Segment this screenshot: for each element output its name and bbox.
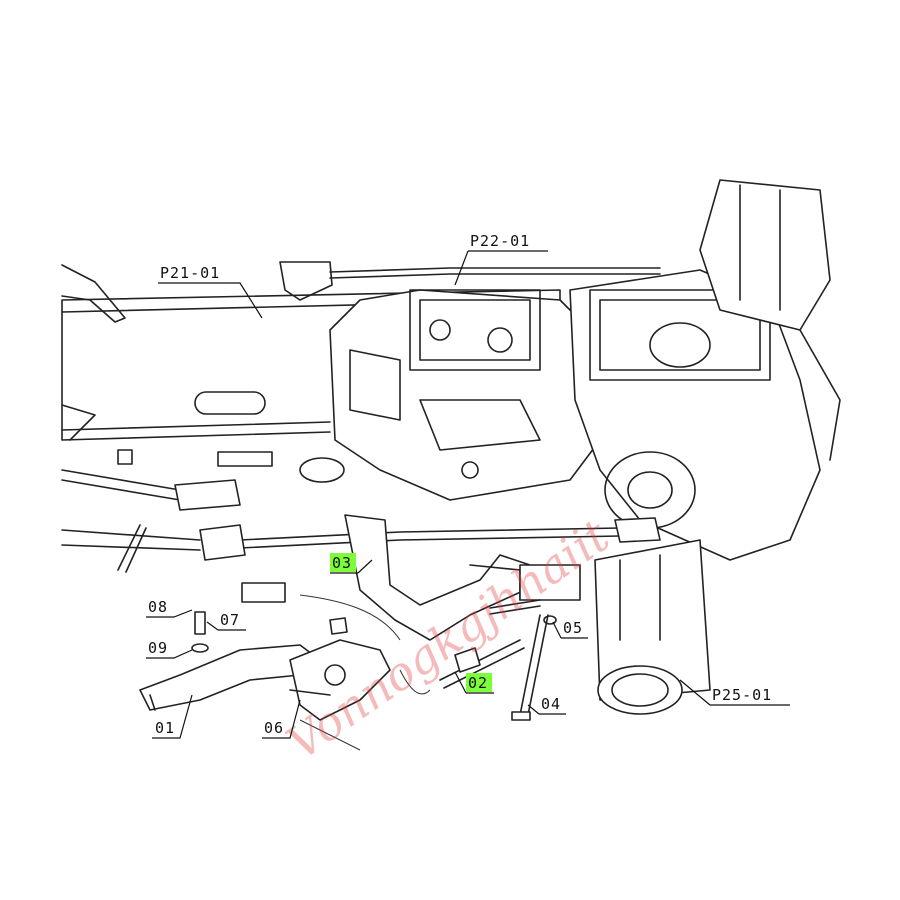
callout-08: 08: [146, 598, 193, 618]
callout-07: 07: [206, 611, 246, 631]
upper-cable: [279, 261, 661, 301]
callout-09-label: 09: [148, 639, 168, 657]
callout-01-label: 01: [155, 719, 175, 737]
callout-02: 02: [454, 671, 494, 694]
rear-gearbox: [569, 179, 841, 715]
callout-09: 09: [146, 639, 193, 659]
callout-05-label: 05: [563, 619, 583, 637]
callout-06-label: 06: [264, 719, 284, 737]
callout-04: 04: [527, 695, 566, 715]
watermark: Vonnogkgjhhaiit: [277, 508, 619, 770]
callout-p21: P21-01: [158, 264, 263, 319]
callout-p21-label: P21-01: [160, 264, 220, 282]
lower-cables: [61, 469, 661, 573]
callout-07-label: 07: [220, 611, 240, 629]
callout-01: 01: [152, 694, 193, 739]
handbrake-lever-01: [139, 639, 391, 721]
callout-p22: P22-01: [454, 232, 548, 286]
callout-02-label: 02: [468, 674, 488, 692]
callout-p25: P25-01: [679, 679, 790, 706]
callout-p22-label: P22-01: [470, 232, 530, 250]
callout-02-highlight: [466, 673, 492, 692]
callout-03-label: 03: [332, 554, 352, 572]
callout-06: 06: [262, 699, 301, 739]
callout-05: 05: [552, 619, 588, 639]
callout-p25-label: P25-01: [712, 686, 772, 704]
callout-03-highlight: [330, 553, 356, 572]
small-parts: [191, 582, 557, 751]
callout-03: 03: [330, 553, 373, 574]
transmission-housing: [329, 289, 601, 501]
bracket-part-03: [344, 514, 581, 641]
callout-04-label: 04: [541, 695, 561, 713]
callout-08-label: 08: [148, 598, 168, 616]
